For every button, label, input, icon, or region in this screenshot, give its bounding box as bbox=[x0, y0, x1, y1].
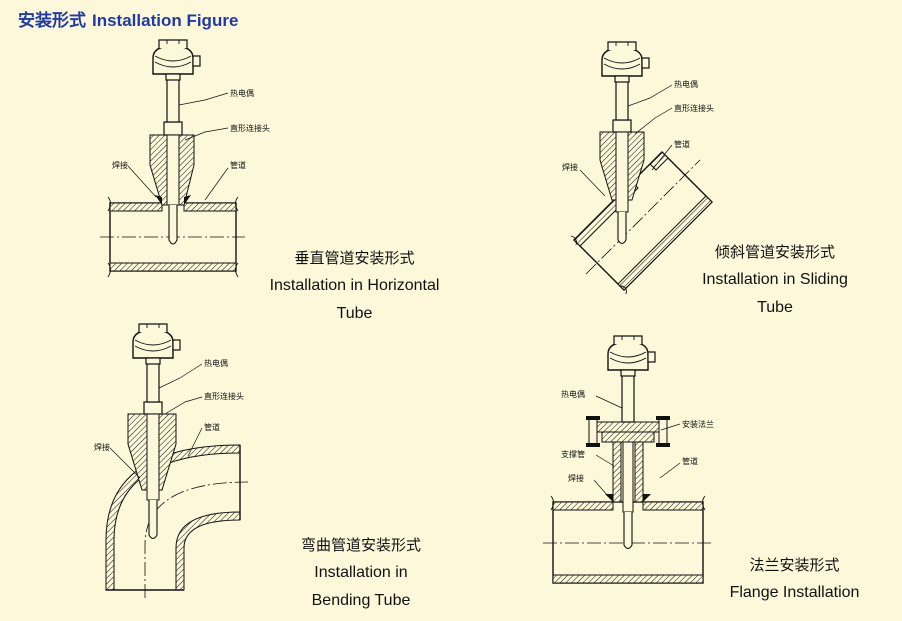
label-thermocouple-3: 热电偶 bbox=[204, 358, 228, 368]
figure-sliding: 热电偶 直形连接头 焊接 管道 bbox=[562, 41, 714, 295]
label-connector-3: 直形连接头 bbox=[204, 391, 244, 401]
label-thermocouple-2: 热电偶 bbox=[674, 79, 698, 89]
caption-horizontal: 垂直管道安装形式 Installation in Horizontal Tube bbox=[262, 244, 447, 328]
caption-bending-zh: 弯曲管道安装形式 bbox=[300, 536, 421, 554]
label-weld-3: 焊接 bbox=[94, 442, 110, 452]
label-thermocouple: 热电偶 bbox=[230, 88, 254, 98]
label-thermocouple-4: 热电偶 bbox=[561, 389, 585, 399]
label-pipe-2: 管道 bbox=[674, 139, 690, 149]
label-connector-2: 直形连接头 bbox=[674, 103, 714, 113]
caption-sliding-en-1: Installation in Sliding bbox=[702, 271, 848, 288]
title-en: Installation Figure bbox=[92, 11, 239, 30]
figure-bending: 热电偶 直形连接头 焊接 管道 bbox=[94, 323, 249, 598]
caption-sliding: 倾斜管道安装形式 Installation in Sliding Tube bbox=[694, 238, 856, 322]
caption-flange-en: Flange Installation bbox=[729, 584, 860, 601]
label-weld-4: 焊接 bbox=[568, 473, 584, 483]
label-support: 支撑管 bbox=[561, 449, 585, 459]
caption-flange-zh: 法兰安装形式 bbox=[749, 556, 840, 574]
caption-flange: 法兰安装形式 Flange Installation bbox=[722, 551, 867, 607]
page-title: 安装形式 Installation Figure bbox=[18, 6, 238, 31]
caption-bending-en-1: Installation in bbox=[314, 564, 408, 581]
caption-horizontal-zh: 垂直管道安装形式 bbox=[294, 249, 415, 267]
figure-horizontal: 热电偶 直形连接头 焊接 管道 bbox=[100, 39, 270, 278]
figure-flange: 热电偶 安装法兰 支撑管 焊接 管道 bbox=[543, 335, 714, 584]
label-pipe-3: 管道 bbox=[204, 422, 220, 432]
caption-sliding-en-2: Tube bbox=[757, 299, 793, 316]
label-pipe-4: 管道 bbox=[682, 456, 698, 466]
label-weld: 焊接 bbox=[112, 160, 128, 170]
label-connector: 直形连接头 bbox=[230, 123, 270, 133]
caption-horizontal-en-1: Installation in Horizontal bbox=[269, 277, 440, 294]
title-zh: 安装形式 bbox=[18, 11, 86, 31]
label-flange: 安装法兰 bbox=[682, 419, 714, 429]
label-pipe: 管道 bbox=[230, 160, 246, 170]
caption-horizontal-en-2: Tube bbox=[336, 305, 373, 322]
caption-sliding-zh: 倾斜管道安装形式 bbox=[714, 243, 835, 261]
caption-bending: 弯曲管道安装形式 Installation in Bending Tube bbox=[290, 531, 432, 615]
caption-bending-en-2: Bending Tube bbox=[311, 592, 411, 609]
label-weld-2: 焊接 bbox=[562, 162, 578, 172]
